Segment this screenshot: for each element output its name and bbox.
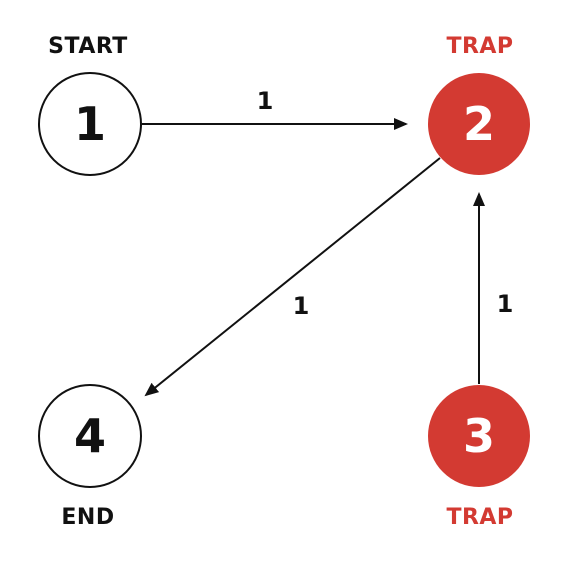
- node-3-number: 3: [463, 409, 495, 463]
- edge-3-to-2-weight: 1: [497, 290, 514, 318]
- node-1-number: 1: [74, 97, 106, 151]
- node-3-circle: [428, 385, 530, 487]
- node-3-role-label: TRAP: [446, 505, 513, 530]
- node-1-circle: [38, 72, 142, 176]
- node-4-role-label: END: [61, 505, 114, 530]
- node-1-role-label: START: [48, 34, 128, 59]
- node-2-number: 2: [463, 97, 495, 151]
- node-2-circle: [428, 73, 530, 175]
- edges-layer: 1 1 1: [142, 87, 514, 397]
- edge-2-to-4-arrow: [144, 157, 441, 397]
- node-4-number: 4: [74, 409, 106, 463]
- edge-2-to-4-weight: 1: [293, 292, 310, 320]
- node-2-role-label: TRAP: [446, 34, 513, 59]
- edge-1-to-2-weight: 1: [257, 87, 274, 115]
- node-4-circle: [38, 384, 142, 488]
